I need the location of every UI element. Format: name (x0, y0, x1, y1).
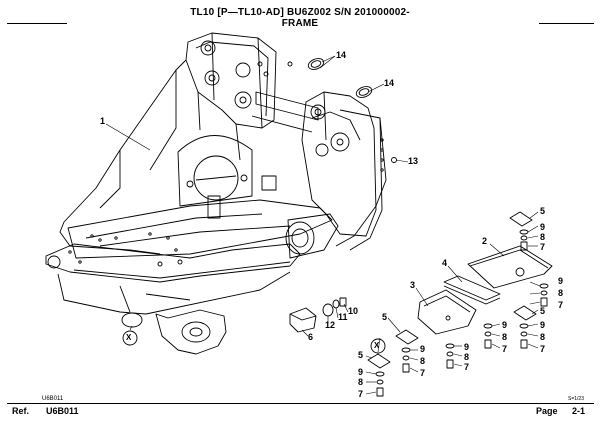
callout-7-a: 7 (540, 242, 546, 252)
callout-9-b: 9 (558, 276, 564, 286)
callout-6: 6 (308, 332, 314, 342)
footer-corner-code: S=1/23 (568, 396, 584, 402)
callout-8-c: 8 (540, 332, 546, 342)
callout-2: 2 (482, 236, 488, 246)
callout-7-c: 7 (540, 344, 546, 354)
model-line: TL10 [P—TL10-AD] BU6Z002 S/N 201000002- (190, 7, 410, 18)
callout-13: 13 (408, 156, 419, 166)
part-6-block-hardware (289, 297, 347, 333)
callout-9-e: 9 (420, 344, 426, 354)
callout-14-b: 14 (384, 78, 395, 88)
footer-rule (7, 403, 594, 404)
part-2-cover-plate (467, 245, 553, 289)
callout-7-b: 7 (558, 300, 564, 310)
callout-8-a: 8 (540, 232, 546, 242)
callout-5-c: 5 (382, 312, 388, 322)
callout-12: 12 (325, 320, 336, 330)
callout-7-e: 7 (420, 368, 426, 378)
callout-9-f: 9 (464, 342, 470, 352)
callout-9-c: 9 (540, 320, 546, 330)
callout-7-f: 7 (464, 362, 470, 372)
callout-1: 1 (100, 116, 106, 126)
callout-8-d: 8 (502, 332, 508, 342)
callout-5-d: 5 (358, 350, 364, 360)
footer-ref-value: U6B011 (46, 406, 79, 416)
footer-ref-label: Ref. (12, 406, 30, 416)
pad-stack-mid (395, 323, 493, 373)
callout-9-d: 9 (502, 320, 508, 330)
part-4-bracket (443, 275, 501, 305)
detail-marker-x-right: X (374, 341, 380, 350)
callout-5-a: 5 (540, 206, 546, 216)
detail-marker-circle-right (370, 338, 386, 354)
callout-8-g: 8 (358, 377, 364, 387)
callout-7-g: 7 (358, 389, 364, 399)
callout-10: 10 (348, 306, 359, 316)
callout-14-a: 14 (336, 50, 347, 60)
detail-marker-x-left: X (126, 333, 132, 342)
footer-small-ref: U6B011 (42, 396, 64, 402)
callout-9-a: 9 (540, 222, 546, 232)
callout-5-b: 5 (540, 306, 546, 316)
callout-3: 3 (410, 280, 416, 290)
leader-lines (105, 55, 541, 395)
main-frame (45, 32, 387, 355)
callout-11: 11 (338, 312, 348, 322)
header-rule-left (7, 23, 67, 24)
part-3-cover (417, 289, 477, 335)
pad-stack-upper-right (509, 211, 533, 251)
footer-page-value: 2-1 (572, 406, 586, 416)
header-rule-right (539, 23, 594, 24)
detail-marker-circle-left (122, 330, 138, 346)
callout-9-g: 9 (358, 367, 364, 377)
section-title: FRAME (281, 18, 319, 29)
callout-8-f: 8 (464, 352, 470, 362)
callout-7-d: 7 (502, 344, 508, 354)
callout-4: 4 (442, 258, 448, 268)
callout-8-b: 8 (558, 288, 564, 298)
footer-page-label: Page (536, 406, 558, 416)
callout-8-e: 8 (420, 356, 426, 366)
